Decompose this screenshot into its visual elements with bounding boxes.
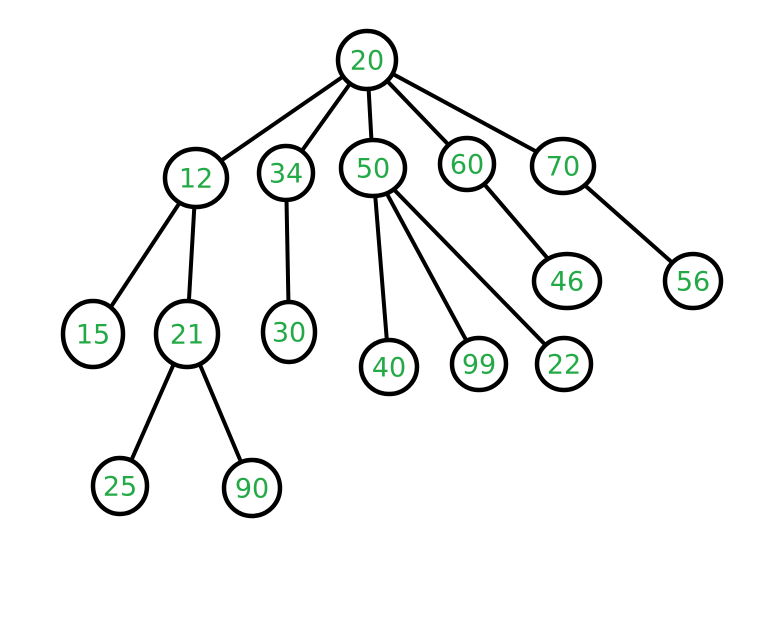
tree-node-34: 34 bbox=[256, 143, 316, 203]
node-circle bbox=[529, 136, 597, 196]
tree-node-30: 30 bbox=[260, 299, 318, 365]
node-label: 25 bbox=[103, 472, 137, 503]
node-circle bbox=[358, 337, 420, 397]
node-label: 99 bbox=[462, 350, 496, 381]
tree-node-40: 40 bbox=[358, 337, 420, 397]
node-label: 21 bbox=[170, 320, 204, 351]
node-label: 56 bbox=[676, 267, 710, 298]
node-label: 22 bbox=[547, 350, 581, 381]
node-label: 60 bbox=[450, 150, 484, 181]
tree-node-46: 46 bbox=[531, 251, 603, 311]
node-circle bbox=[449, 335, 509, 393]
tree-edge-20-12 bbox=[194, 58, 369, 180]
node-label: 12 bbox=[179, 164, 213, 195]
tree-node-56: 56 bbox=[662, 251, 724, 311]
node-label: 34 bbox=[269, 159, 303, 190]
node-circle bbox=[437, 135, 497, 193]
tree-edge-20-70 bbox=[365, 58, 565, 168]
node-circle bbox=[221, 457, 283, 519]
node-circle bbox=[90, 455, 150, 517]
tree-node-60: 60 bbox=[437, 135, 497, 193]
node-circle bbox=[162, 146, 230, 210]
node-circle bbox=[256, 143, 316, 203]
node-circle bbox=[60, 298, 126, 370]
tree-node-20: 20 bbox=[335, 28, 399, 92]
tree-node-25: 25 bbox=[90, 455, 150, 517]
node-circle bbox=[335, 28, 399, 92]
node-circle bbox=[531, 251, 603, 311]
node-circle bbox=[338, 137, 408, 199]
tree-edge-50-99 bbox=[371, 166, 481, 366]
node-label: 40 bbox=[372, 353, 406, 384]
node-label: 90 bbox=[235, 474, 269, 505]
tree-node-12: 12 bbox=[162, 146, 230, 210]
node-circle bbox=[662, 251, 724, 311]
tree-node-90: 90 bbox=[221, 457, 283, 519]
node-circle bbox=[153, 298, 221, 370]
node-label: 70 bbox=[546, 152, 580, 183]
node-label: 46 bbox=[550, 267, 584, 298]
node-label: 15 bbox=[76, 320, 110, 351]
tree-node-15: 15 bbox=[60, 298, 126, 370]
edges-layer bbox=[91, 58, 695, 490]
node-label: 30 bbox=[272, 318, 306, 349]
tree-node-22: 22 bbox=[534, 335, 594, 393]
node-circle bbox=[534, 335, 594, 393]
tree-edge-50-22 bbox=[371, 166, 566, 366]
tree-node-21: 21 bbox=[153, 298, 221, 370]
node-label: 50 bbox=[356, 154, 390, 185]
node-circle bbox=[260, 299, 318, 365]
tree-node-70: 70 bbox=[529, 136, 597, 196]
node-label: 20 bbox=[350, 46, 384, 77]
nodes-layer: 20 12 34 50 60 70 15 21 30 40 99 22 46 56 25 90 bbox=[60, 28, 724, 519]
tree-edge-50-40 bbox=[371, 166, 391, 369]
tree-node-99: 99 bbox=[449, 335, 509, 393]
tree-node-50: 50 bbox=[338, 137, 408, 199]
